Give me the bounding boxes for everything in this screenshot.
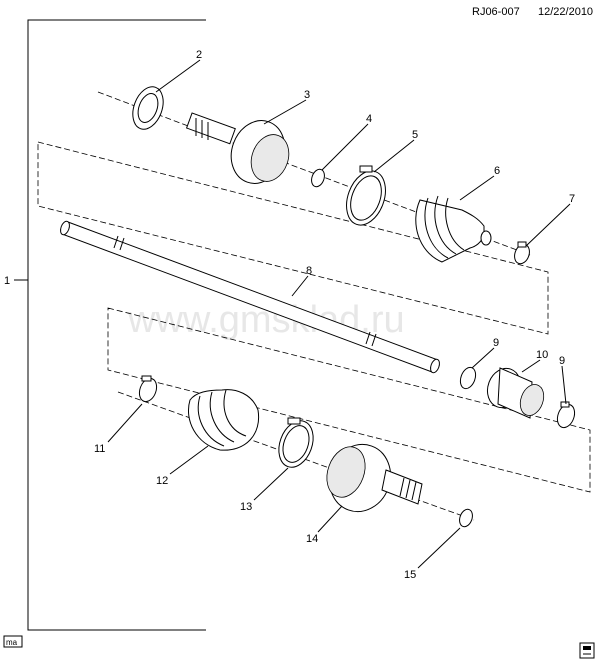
callout-1: 1 (4, 275, 10, 287)
inner-kit-group-outline (107, 307, 591, 493)
callout-3: 3 (304, 89, 310, 101)
part-4-snap-ring (311, 168, 325, 188)
part-8-axle-shaft (60, 220, 440, 374)
corner-tag: ma (3, 635, 23, 648)
part-13-boot-clamp-large (278, 417, 314, 468)
part-10-inner-joint-spider (486, 367, 545, 419)
part-12-inner-boot (188, 389, 260, 451)
part-6-outer-boot (415, 195, 492, 263)
callout-8: 8 (306, 265, 312, 277)
callout-10: 10 (536, 349, 548, 361)
callout-7: 7 (569, 193, 575, 205)
leader-lines (107, 59, 571, 569)
part-3-outer-joint (185, 112, 290, 184)
callout-9-b: 9 (559, 355, 565, 367)
callout-6: 6 (494, 165, 500, 177)
callout-2: 2 (196, 49, 202, 61)
outer-kit-group-outline (37, 141, 549, 335)
callout-9-a: 9 (493, 337, 499, 349)
part-11-boot-clamp-small (138, 375, 158, 403)
callout-15: 15 (404, 569, 416, 581)
callout-14: 14 (306, 533, 318, 545)
callout-13: 13 (240, 501, 252, 513)
diagram-date: 12/22/2010 (538, 6, 593, 18)
assembly-bracket (14, 19, 206, 631)
part-9-retaining-ring-b (556, 401, 576, 429)
part-7-boot-clamp-small (514, 241, 530, 265)
callout-5: 5 (412, 129, 418, 141)
diagram-code: RJ06-007 (472, 6, 520, 18)
callout-12: 12 (156, 475, 168, 487)
callout-4: 4 (366, 113, 372, 125)
callout-11: 11 (94, 443, 105, 455)
part-5-boot-clamp-large (346, 165, 386, 226)
gm-logo-icon (579, 642, 595, 659)
part-9-retaining-ring-a (459, 366, 477, 390)
part-2-seal-ring (132, 86, 164, 130)
part-14-inner-joint-housing (326, 443, 423, 513)
corner-tag-text: ma (6, 638, 18, 647)
part-15-snap-ring (459, 508, 473, 528)
